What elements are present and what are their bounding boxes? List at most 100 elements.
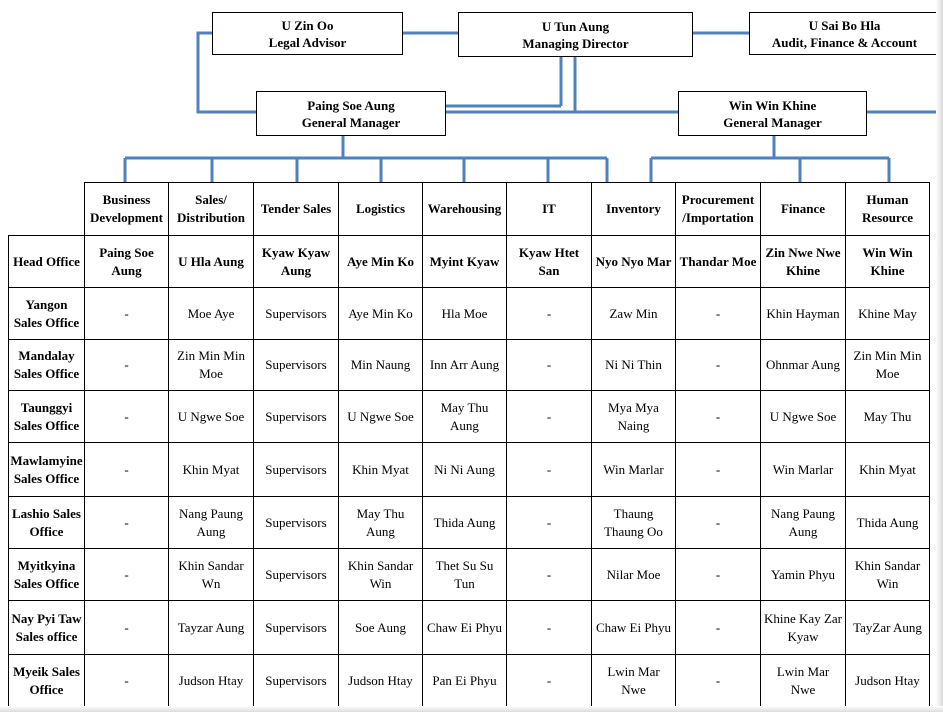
table-cell: - xyxy=(675,548,761,601)
table-cell: Aye Min Ko xyxy=(338,235,423,288)
table-cell: - xyxy=(84,287,169,340)
table-cell: Supervisors xyxy=(253,654,339,707)
audit-title: Audit, Finance & Account xyxy=(771,34,918,50)
table-cell: Aye Min Ko xyxy=(338,287,423,340)
header-cell: Logistics xyxy=(338,182,423,236)
office-label-cell: Myeik Sales Office xyxy=(8,654,85,707)
table-cell: - xyxy=(506,287,592,340)
table-cell: Win Marlar xyxy=(760,442,846,497)
table-cell: Khin Myat xyxy=(338,442,423,497)
table-cell: May Thu Aung xyxy=(338,496,423,549)
table-cell: Supervisors xyxy=(253,496,339,549)
general-manager-right-box: Win Win Khine General Manager xyxy=(678,91,867,136)
table-cell: Khin Myat xyxy=(168,442,254,497)
table-cell: Kyaw Kyaw Aung xyxy=(253,235,339,288)
gm-left-name: Paing Soe Aung xyxy=(307,97,395,113)
table-cell: - xyxy=(84,390,169,443)
office-label-cell: Nay Pyi Taw Sales office xyxy=(8,600,85,655)
table-cell: Win Marlar xyxy=(591,442,676,497)
table-cell: - xyxy=(675,496,761,549)
page-bottom-shadow xyxy=(0,706,943,712)
table-cell: Supervisors xyxy=(253,548,339,601)
table-cell: - xyxy=(675,654,761,707)
table-cell: - xyxy=(506,442,592,497)
header-cell: Sales/ Distribution xyxy=(168,182,254,236)
table-cell: - xyxy=(84,548,169,601)
table-cell: - xyxy=(506,548,592,601)
table-cell: U Ngwe Soe xyxy=(338,390,423,443)
table-cell: May Thu xyxy=(845,390,930,443)
table-cell: Kyaw Htet San xyxy=(506,235,592,288)
office-label-cell: Mandalay Sales Office xyxy=(8,339,85,391)
table-cell: Moe Aye xyxy=(168,287,254,340)
table-cell: Supervisors xyxy=(253,442,339,497)
table-cell: - xyxy=(506,600,592,655)
table-cell: May Thu Aung xyxy=(422,390,507,443)
table-cell: Khin Sandar Win xyxy=(338,548,423,601)
table-cell: Zaw Min xyxy=(591,287,676,340)
header-cell: IT xyxy=(506,182,592,236)
table-cell: Mya Mya Naing xyxy=(591,390,676,443)
table-cell: - xyxy=(84,442,169,497)
table-cell: Khin Hayman xyxy=(760,287,846,340)
table-cell: Supervisors xyxy=(253,339,339,391)
table-cell: Lwin Mar Nwe xyxy=(591,654,676,707)
table-cell: - xyxy=(506,339,592,391)
office-label-cell: Taunggyi Sales Office xyxy=(8,390,85,443)
table-cell: - xyxy=(675,442,761,497)
table-cell: - xyxy=(675,339,761,391)
table-cell: TayZar Aung xyxy=(845,600,930,655)
table-cell: Zin Nwe Nwe Khine xyxy=(760,235,846,288)
table-cell: U Hla Aung xyxy=(168,235,254,288)
general-manager-left-box: Paing Soe Aung General Manager xyxy=(256,91,446,136)
table-cell: Paing Soe Aung xyxy=(84,235,169,288)
table-cell: Chaw Ei Phyu xyxy=(591,600,676,655)
table-cell: Judson Htay xyxy=(168,654,254,707)
table-cell: Judson Htay xyxy=(845,654,930,707)
managing-director-title: Managing Director xyxy=(522,35,629,51)
table-cell: Soe Aung xyxy=(338,600,423,655)
table-cell: - xyxy=(506,496,592,549)
table-cell: - xyxy=(84,496,169,549)
table-cell: Supervisors xyxy=(253,287,339,340)
table-cell: Chaw Ei Phyu xyxy=(422,600,507,655)
header-cell: Warehousing xyxy=(422,182,507,236)
table-cell: Zin Min Min Moe xyxy=(168,339,254,391)
table-cell: Khine Kay Zar Kyaw xyxy=(760,600,846,655)
table-cell: Nilar Moe xyxy=(591,548,676,601)
table-cell: - xyxy=(675,390,761,443)
office-label-cell: Head Office xyxy=(8,235,85,288)
table-cell: Lwin Mar Nwe xyxy=(760,654,846,707)
table-cell: - xyxy=(675,287,761,340)
table-cell: Hla Moe xyxy=(422,287,507,340)
table-cell: Thaung Thaung Oo xyxy=(591,496,676,549)
table-cell: Nang Paung Aung xyxy=(760,496,846,549)
header-cell: Human Resource xyxy=(845,182,930,236)
table-cell: Zin Min Min Moe xyxy=(845,339,930,391)
audit-name: U Sai Bo Hla xyxy=(808,17,881,33)
table-cell: Win Win Khine xyxy=(845,235,930,288)
audit-finance-box: U Sai Bo Hla Audit, Finance & Account xyxy=(749,12,940,55)
header-cell: Inventory xyxy=(591,182,676,236)
table-cell: Tayzar Aung xyxy=(168,600,254,655)
table-cell: Thida Aung xyxy=(845,496,930,549)
header-cell: Tender Sales xyxy=(253,182,339,236)
page-right-shadow xyxy=(936,0,943,712)
table-cell: - xyxy=(506,654,592,707)
table-cell: Pan Ei Phyu xyxy=(422,654,507,707)
table-cell: Myint Kyaw xyxy=(422,235,507,288)
gm-right-title: General Manager xyxy=(723,114,822,130)
office-label-cell: Mawlamyine Sales Office xyxy=(8,442,85,497)
table-cell: Khin Myat xyxy=(845,442,930,497)
table-cell: - xyxy=(84,339,169,391)
table-cell: Khin Sandar Win xyxy=(845,548,930,601)
table-cell: Ni Ni Aung xyxy=(422,442,507,497)
connector-lines xyxy=(123,31,936,183)
legal-advisor-name: U Zin Oo xyxy=(281,17,334,33)
table-cell: Khine May xyxy=(845,287,930,340)
table-cell: U Ngwe Soe xyxy=(760,390,846,443)
table-cell: Nyo Nyo Mar xyxy=(591,235,676,288)
table-cell: - xyxy=(84,600,169,655)
legal-advisor-box: U Zin Oo Legal Advisor xyxy=(212,12,403,55)
